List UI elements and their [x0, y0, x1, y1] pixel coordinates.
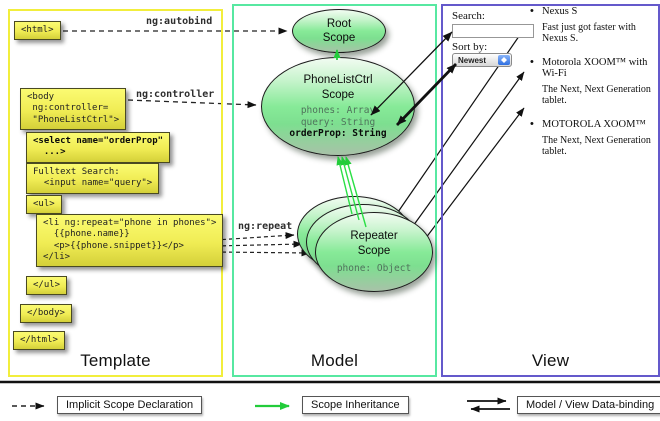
label-ng-controller: ng:controller [136, 89, 215, 100]
model-column: Model [232, 4, 437, 377]
legend-implicit-scope-declaration: Implicit Scope Declaration [57, 396, 203, 414]
code-html-open: <html> [14, 21, 61, 41]
code-ul-open: <ul> [26, 195, 62, 215]
phone-name: Nexus S [542, 6, 578, 17]
legend-scope-inheritance: Scope Inheritance [302, 396, 409, 414]
phone-snippet: Fast just got faster with Nexus S. [542, 22, 636, 44]
phone-list-item: Motorola XOOM™ with Wi-Fi The Next, Next… [529, 56, 655, 106]
phonelistctrl-scope-ellipse: PhoneListCtrl Scope phones: Array query:… [261, 57, 415, 156]
code-html-close: </html> [13, 331, 65, 351]
code-body-open: <body ng:controller= "PhoneListCtrl"> [20, 88, 127, 130]
view-column: View [441, 4, 660, 377]
sort-by-label: Sort by: [452, 41, 488, 53]
phone-list-item: MOTOROLA XOOM™ The Next, Next Generation… [529, 118, 655, 157]
legend-model-view-data-binding: Model / View Data-binding [517, 396, 660, 414]
code-select: <select name="orderProp" ...> [26, 132, 171, 163]
phonelistctrl-scope-title: PhoneListCtrl Scope [303, 74, 373, 101]
prop-query: query: String [300, 116, 376, 128]
code-li-repeat: <li ng:repeat="phone in phones"> {{phone… [36, 214, 224, 267]
search-label: Search: [452, 10, 485, 22]
repeater-scope-ellipse-front: Repeater Scope phone: Object [315, 212, 433, 292]
code-body-close: </body> [20, 304, 72, 324]
phone-snippet: The Next, Next Generation tablet. [542, 135, 651, 157]
label-ng-autobind: ng:autobind [146, 16, 213, 27]
model-column-label: Model [310, 351, 359, 370]
code-ul-close: </ul> [26, 276, 68, 296]
phone-list: Nexus S Fast just got faster with Nexus … [529, 5, 655, 170]
select-stepper-icon [498, 55, 510, 65]
sort-select[interactable]: Newest [452, 53, 512, 67]
repeater-scope-prop: phone: Object [336, 263, 412, 275]
phone-snippet: The Next, Next Generation tablet. [542, 84, 651, 106]
root-scope-ellipse: Root Scope [292, 9, 386, 53]
phone-list-item: Nexus S Fast just got faster with Nexus … [529, 5, 655, 44]
prop-phones: phones: Array [300, 105, 376, 116]
root-scope-title: Root Scope [322, 17, 356, 44]
phone-name: MOTOROLA XOOM™ [542, 119, 646, 130]
phone-name: Motorola XOOM™ with Wi-Fi [542, 57, 648, 79]
label-ng-repeat: ng:repeat [238, 221, 293, 232]
prop-orderprop: orderProp: String [289, 128, 387, 140]
template-column: Template [8, 9, 223, 377]
sort-select-value: Newest [458, 56, 487, 65]
phonelistctrl-scope-props: phones: Array query: String orderProp: S… [289, 105, 386, 140]
view-column-label: View [531, 351, 570, 370]
search-input[interactable] [452, 24, 534, 38]
template-column-label: Template [80, 351, 151, 370]
code-fulltext-search: Fulltext Search: <input name="query"> [26, 163, 160, 194]
repeater-scope-title: Repeater Scope [350, 230, 398, 257]
